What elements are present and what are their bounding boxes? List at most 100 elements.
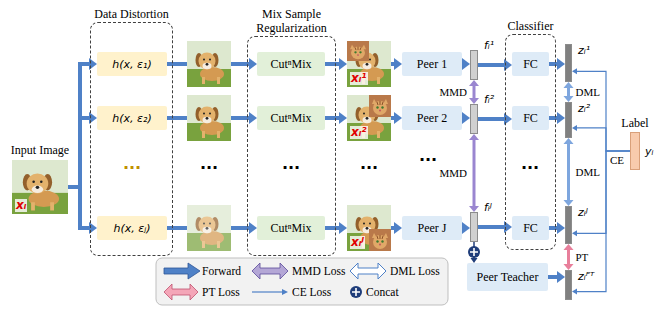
- connector-line: [473, 85, 476, 99]
- box-label: FC: [523, 111, 538, 125]
- concat-icon: [350, 286, 362, 298]
- arrow-head: [249, 58, 257, 70]
- fc-box: FC: [512, 52, 549, 76]
- connector-line: [548, 275, 558, 279]
- connector: [564, 244, 574, 270]
- cutmix-box: CutⁿMix: [257, 216, 325, 240]
- box-label: h(x, εⱼ): [114, 222, 151, 235]
- connector: [549, 112, 565, 124]
- box-label: CutⁿMix: [270, 57, 311, 71]
- feature-bar: fᵢᴶ: [470, 212, 478, 242]
- peer-teacher-box: Peer Teacher: [467, 263, 548, 291]
- arrow-head: [462, 58, 470, 70]
- concat-plus: [470, 248, 478, 256]
- connector: [549, 222, 565, 234]
- connector: [68, 187, 97, 234]
- arrow-head: [557, 112, 565, 124]
- edge-label: MMD: [438, 167, 468, 179]
- connector-line: [567, 143, 570, 201]
- ce-icon: [252, 291, 283, 292]
- legend-text: MMD Loss: [292, 264, 345, 278]
- dml-icon: [350, 263, 386, 279]
- connector: [391, 58, 402, 70]
- connector: [325, 112, 347, 124]
- group-title: Classifier: [496, 19, 566, 33]
- legend-text: Forward: [202, 264, 241, 278]
- box-label: Peer 1: [417, 57, 447, 71]
- legend-box: [156, 258, 448, 305]
- connector: [391, 222, 402, 234]
- connector-line: [549, 226, 558, 230]
- group-box: Mix Sample RegularizationCutⁿMixCutⁿMixC…: [247, 36, 336, 256]
- connector-line: [549, 62, 558, 66]
- connector-line: [478, 63, 505, 67]
- concat-icon-plus: [352, 288, 360, 296]
- cutmix-box: CutⁿMix: [257, 106, 325, 130]
- connector: [325, 222, 347, 234]
- arrow-head: [469, 134, 479, 140]
- vector-label: zᵢ¹: [578, 44, 590, 57]
- cut-patch: [369, 229, 391, 251]
- feature-bar: fᵢ²: [470, 104, 478, 134]
- image-node: xᵢ²: [347, 95, 391, 141]
- connector: [68, 112, 97, 187]
- legend-text: PT Loss: [202, 285, 240, 299]
- arrow-head: [557, 271, 565, 283]
- image-symbol: xᵢ¹: [350, 72, 368, 85]
- arrow-head: [249, 222, 257, 234]
- image-node: xᵢᴶ: [347, 205, 391, 251]
- connector-line: [325, 226, 340, 230]
- mmd-icon: [252, 263, 288, 279]
- fc-box: FC: [512, 106, 549, 130]
- logit-bar: zᵢᴶ: [565, 206, 572, 244]
- group-box: ClassifierFCFCFC: [505, 34, 556, 250]
- concat-circle: [468, 246, 480, 258]
- connector-line: [478, 117, 505, 121]
- vector-label: zᵢ²: [578, 102, 590, 115]
- ellipsis-dots: ···: [419, 152, 437, 168]
- mixed-dog-image: [347, 41, 391, 87]
- input-dog-image: [12, 160, 68, 214]
- ce-icon-head: [282, 289, 288, 295]
- connector: [572, 68, 630, 151]
- label-title: Label: [621, 116, 648, 130]
- connector: [564, 138, 574, 206]
- image-node: xᵢ¹: [347, 41, 391, 87]
- logit-bar: zᵢ¹: [565, 44, 572, 82]
- connector: [572, 151, 630, 295]
- edge-label: CE: [609, 154, 625, 166]
- label-symbol: yᵢ: [645, 145, 653, 158]
- arrow-head: [572, 125, 577, 131]
- arrow-head: [564, 82, 574, 88]
- distorted-dog-image: [187, 41, 231, 87]
- image-symbol: xᵢ: [15, 199, 27, 212]
- arrow-head: [249, 112, 257, 124]
- arrow-head: [339, 112, 347, 124]
- box-label: CutⁿMix: [270, 111, 311, 125]
- vector-label: fᵢ²: [484, 93, 494, 106]
- connector-line: [473, 139, 476, 207]
- mixed-dog-image: [347, 205, 391, 251]
- edge-label: PT: [575, 251, 590, 263]
- distorted-dog-image: [187, 95, 231, 141]
- arrow-head: [572, 230, 577, 236]
- connector: [462, 112, 470, 124]
- connector: [572, 125, 630, 151]
- connector: [469, 134, 479, 212]
- connector-line: [576, 151, 630, 233]
- connector: [548, 271, 565, 283]
- label-bar: Labelyᵢ: [630, 132, 640, 170]
- connector: [471, 242, 478, 263]
- connector-line: [478, 225, 505, 229]
- cutmix-box: CutⁿMix: [257, 52, 325, 76]
- peer-box: Peer 2: [402, 106, 462, 130]
- connector-line: [325, 116, 340, 120]
- image-node: Input Imagexᵢ: [12, 160, 68, 214]
- box-label: h(x, ε₂): [112, 112, 151, 125]
- connector: [564, 82, 574, 102]
- legend-text: DML Loss: [390, 264, 440, 278]
- vector-label: zᵢᴶ: [578, 206, 588, 219]
- ellipsis-dots: ···: [360, 160, 378, 176]
- arrow-head: [462, 222, 470, 234]
